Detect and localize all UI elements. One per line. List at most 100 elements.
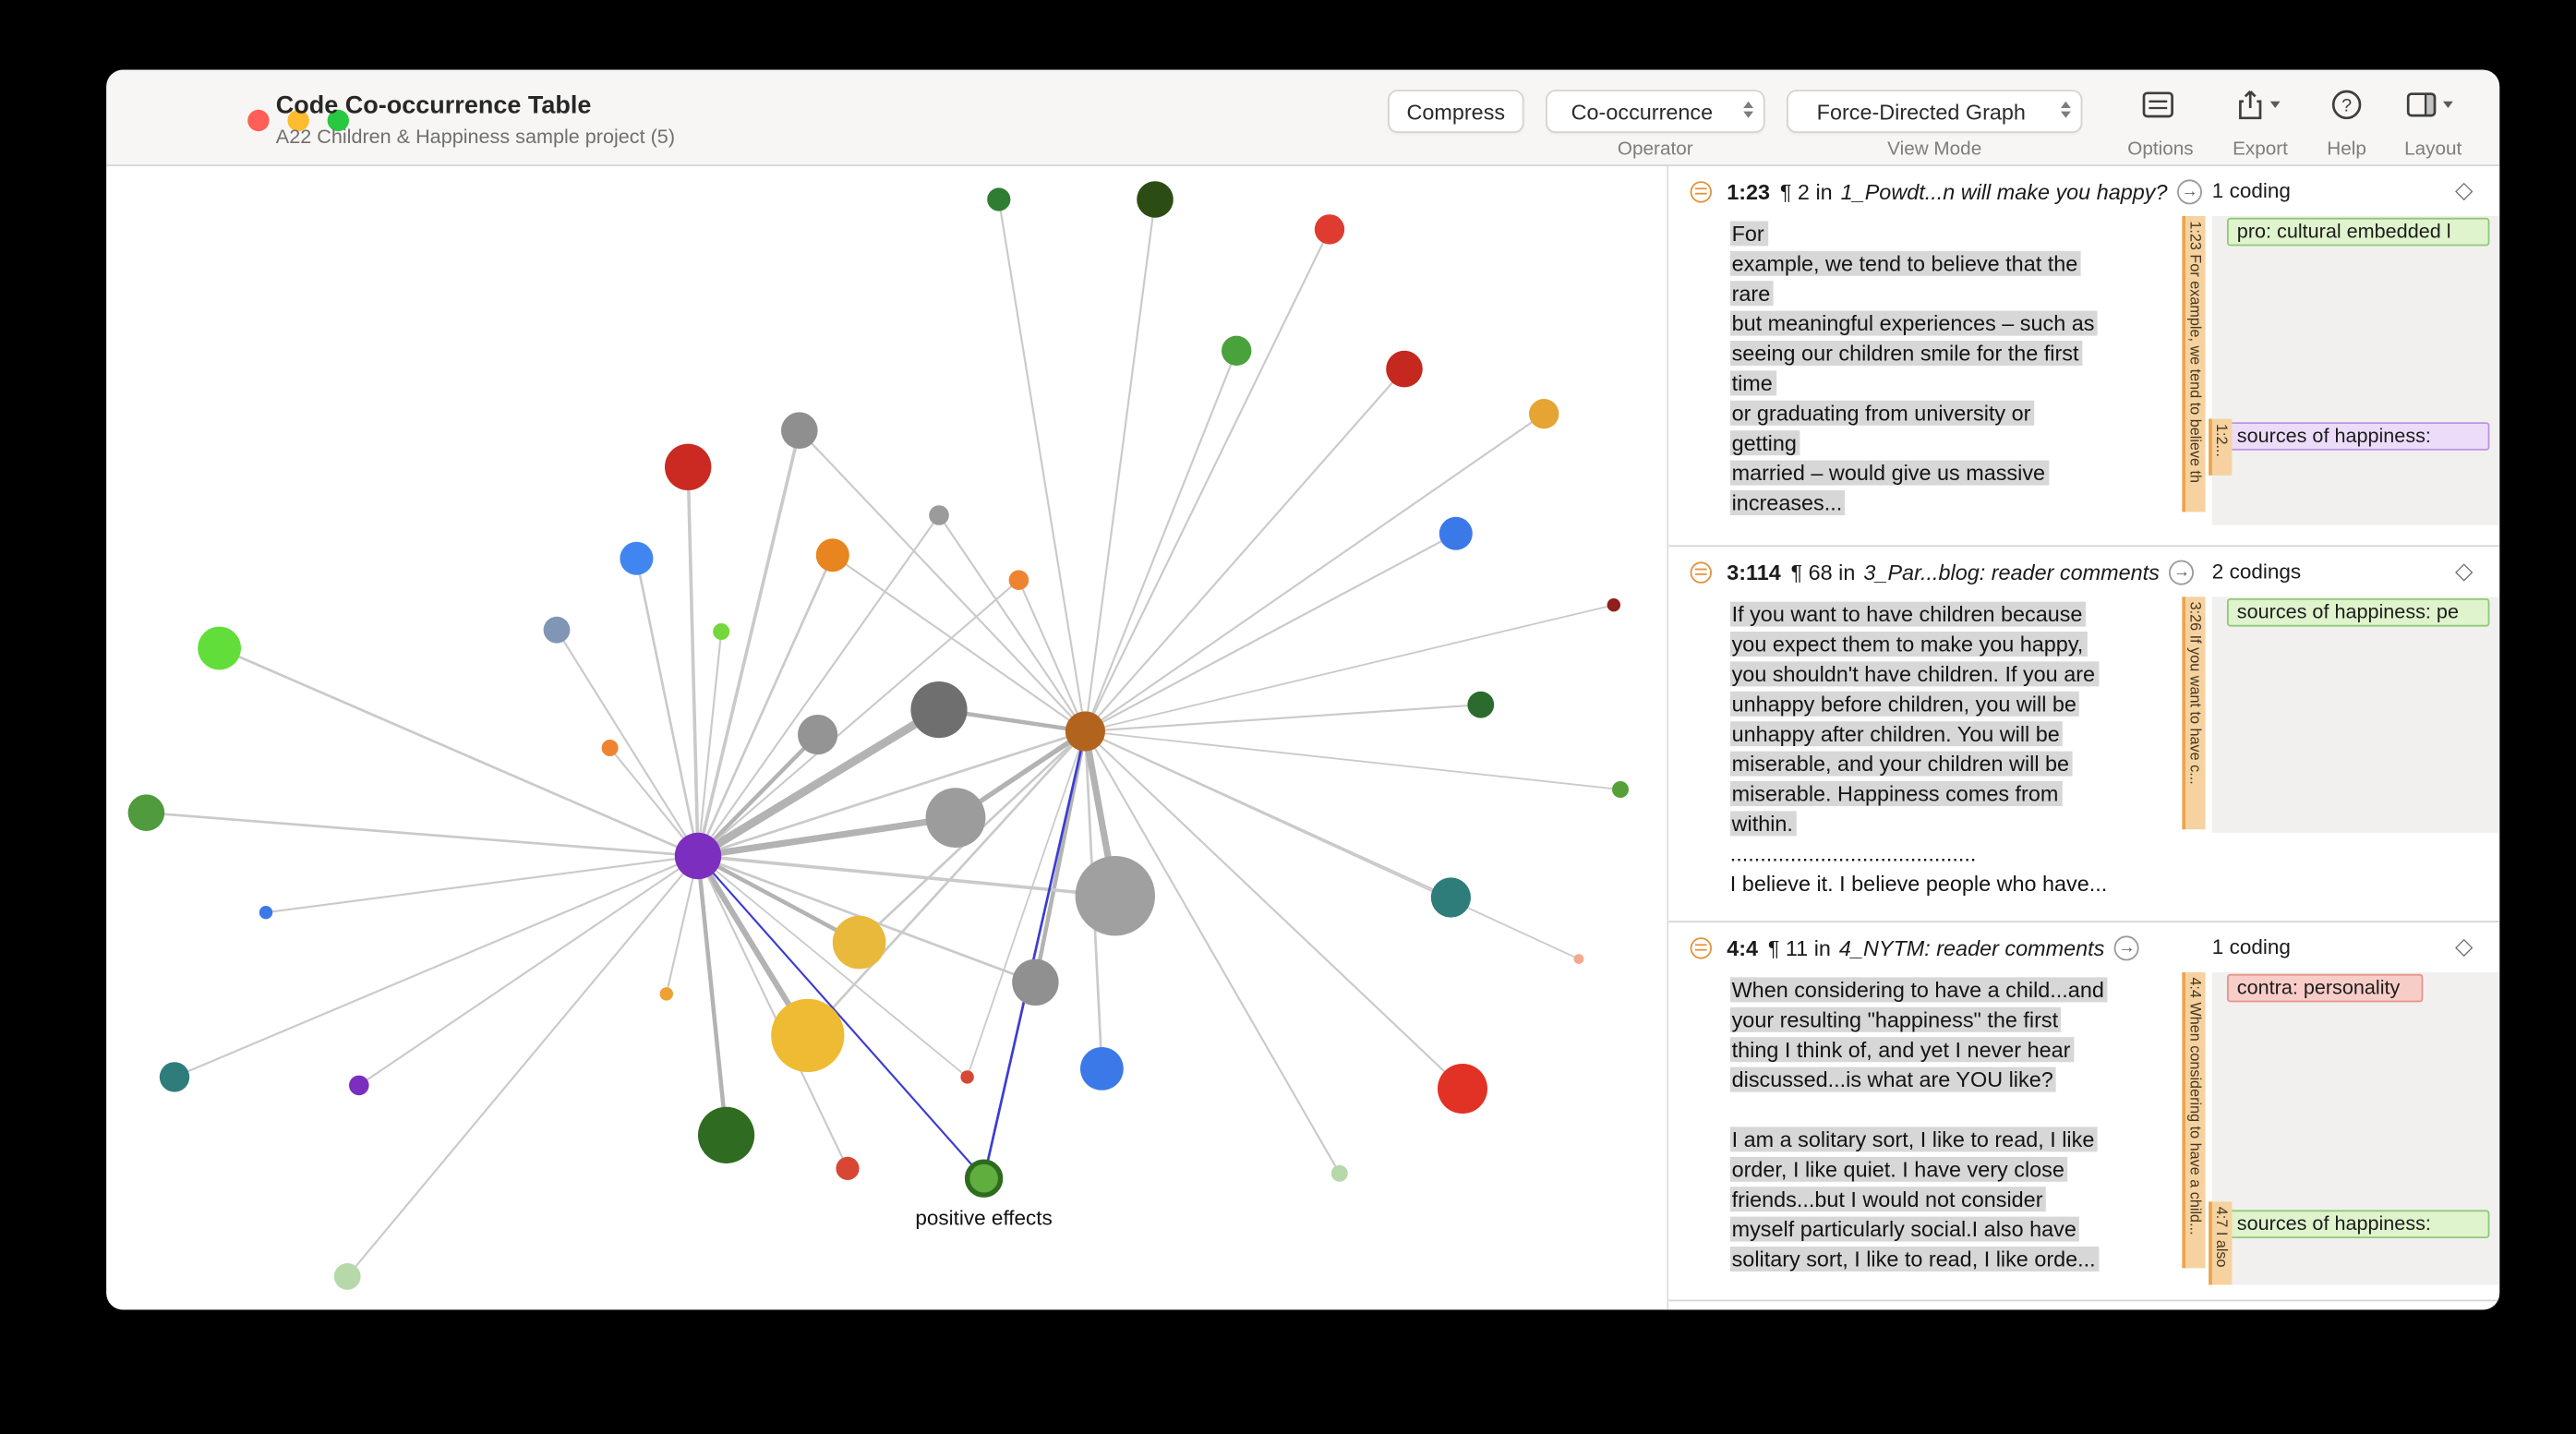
minimize-button[interactable] [287, 109, 309, 132]
goto-quotation-icon[interactable]: → [2169, 559, 2195, 584]
graph-node[interactable] [1222, 335, 1252, 366]
quotation-line: miserable, and your children will be [1729, 750, 2183, 779]
graph-node[interactable] [1080, 1047, 1124, 1091]
layout-button[interactable] [2405, 83, 2453, 127]
graph-node[interactable] [1065, 711, 1105, 752]
view-mode-dropdown[interactable]: Force-Directed Graph [1787, 90, 2083, 133]
graph-node[interactable] [1012, 958, 1059, 1006]
graph-node[interactable] [1386, 350, 1423, 388]
quotation-content: sources of happiness: pe If you want to h… [1668, 596, 2500, 921]
graph-node[interactable] [674, 832, 722, 880]
graph-node[interactable] [259, 906, 273, 920]
graph-edge [938, 514, 1087, 732]
graph-node[interactable] [665, 443, 712, 490]
graph-node[interactable] [713, 623, 730, 640]
graph-edge [686, 466, 700, 857]
graph-edge [1084, 350, 1238, 732]
graph-node[interactable] [620, 541, 654, 575]
graph-node[interactable] [1467, 691, 1495, 718]
quotation-bar[interactable]: 4:4 When considering to have a child... [2182, 972, 2206, 1269]
graph-node[interactable] [910, 681, 968, 739]
graph-node[interactable] [659, 987, 673, 1001]
graph-node[interactable] [1438, 516, 1473, 550]
graph-node[interactable] [601, 740, 619, 756]
graph-node[interactable] [960, 1070, 974, 1084]
graph-node[interactable] [543, 616, 571, 644]
quotation-bar[interactable]: 1:23 For example, we tend to believe th [2182, 216, 2206, 512]
diamond-icon[interactable]: ◇ [2454, 932, 2474, 959]
quotation-bar[interactable]: 3:26 If you want to have c... [2182, 596, 2206, 830]
graph-node[interactable] [1529, 399, 1559, 429]
graph-edge [697, 855, 849, 1169]
export-button[interactable] [2235, 83, 2281, 127]
graph-edge [697, 854, 1115, 898]
graph-node[interactable] [1314, 214, 1345, 245]
quotation-line: friends...but I would not consider [1729, 1185, 2183, 1214]
quotation-document[interactable]: 3_Par...blog: reader comments [1863, 559, 2160, 584]
graph-node[interactable] [925, 788, 986, 848]
quotation-document[interactable]: 1_Powdt...n will make you happy? [1840, 178, 2168, 204]
goto-quotation-icon[interactable]: → [2177, 178, 2203, 204]
options-button[interactable] [2140, 83, 2175, 127]
quotation-line: rare [1729, 279, 2183, 308]
graph-node[interactable] [1008, 570, 1029, 590]
goto-quotation-icon[interactable]: → [2114, 934, 2140, 960]
graph-node[interactable] [1612, 781, 1629, 798]
close-button[interactable] [247, 109, 270, 132]
quotation-bar[interactable]: 4:7 I also [2209, 1201, 2233, 1285]
zoom-button[interactable] [327, 109, 349, 132]
graph-node[interactable] [698, 1106, 755, 1163]
chevron-down-icon [2443, 101, 2453, 108]
graph-node[interactable] [349, 1075, 369, 1096]
graph-node[interactable] [836, 1156, 860, 1180]
quotation-document[interactable]: 4_NYTM: reader comments [1838, 934, 2105, 960]
graph-node[interactable] [798, 715, 838, 755]
graph-edge [696, 554, 835, 857]
quotation-line: myself particularly social.I also have [1729, 1215, 2183, 1245]
graph-node[interactable] [815, 538, 849, 572]
help-label: Help [2327, 139, 2366, 160]
graph-node[interactable] [198, 626, 241, 670]
help-button[interactable]: ? [2330, 83, 2364, 127]
graph-node[interactable] [127, 794, 165, 831]
graph-node[interactable] [1075, 856, 1155, 936]
compress-button[interactable]: Compress [1388, 90, 1524, 133]
graph-node[interactable] [1430, 877, 1471, 918]
diamond-icon[interactable]: ◇ [2454, 557, 2474, 584]
graph-node[interactable] [159, 1062, 190, 1092]
graph-edge [696, 854, 861, 945]
window-subtitle: A22 Children & Happiness sample project … [275, 125, 676, 149]
graph-node[interactable] [1330, 1164, 1348, 1182]
graph-node[interactable] [1573, 954, 1584, 964]
quotation-line [1730, 1095, 2183, 1125]
graph-edge [695, 705, 942, 860]
graph-node[interactable] [781, 412, 818, 449]
diamond-icon[interactable]: ◇ [2454, 175, 2474, 203]
graph-edge [1085, 730, 1580, 960]
quotation-line: solitary sort, I like to read, I like or… [1729, 1245, 2183, 1274]
cooccurrence-force-graph[interactable]: positive effects [106, 166, 1667, 1309]
coding-column: pro: cultural embedded l sources of happi… [2211, 216, 2500, 525]
code-badge[interactable]: sources of happiness: [2227, 422, 2490, 451]
graph-node[interactable] [987, 187, 1011, 211]
code-badge[interactable]: sources of happiness: [2227, 1210, 2490, 1238]
graph-node[interactable] [333, 1263, 361, 1290]
code-badge[interactable]: contra: personality [2227, 973, 2424, 1003]
code-badge[interactable]: pro: cultural embedded l [2227, 217, 2490, 247]
operator-dropdown[interactable]: Co-occurrence [1546, 90, 1765, 133]
graph-node[interactable] [964, 1159, 1004, 1198]
code-badge[interactable]: sources of happiness: pe [2227, 598, 2490, 627]
graph-node[interactable] [929, 505, 949, 525]
graph-node[interactable] [1438, 1064, 1487, 1114]
graph-node[interactable] [1137, 181, 1174, 218]
graph-node[interactable] [771, 998, 845, 1072]
quotation-bar[interactable]: 1:2... [2209, 418, 2233, 476]
graph-node[interactable] [1607, 598, 1620, 612]
coding-count: 2 codings [2211, 560, 2302, 584]
graph-node[interactable] [832, 915, 886, 970]
operator-label: Operator [1617, 139, 1693, 160]
